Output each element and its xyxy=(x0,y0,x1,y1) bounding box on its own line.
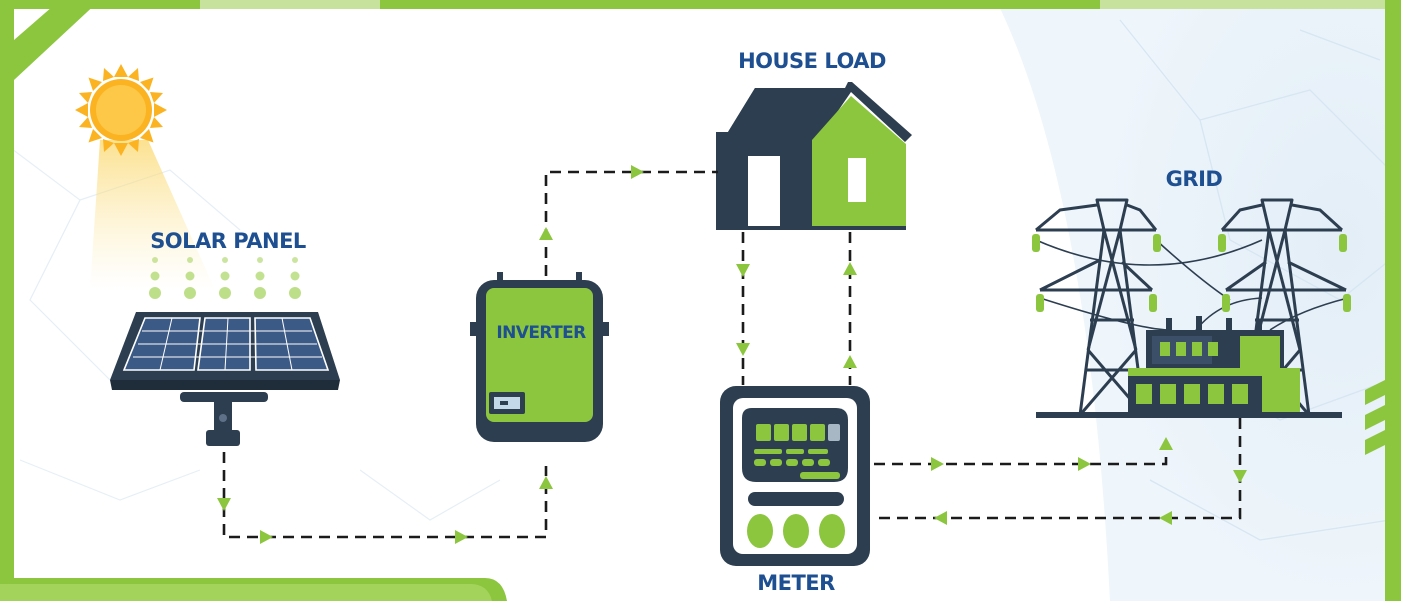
solar-panel-icon xyxy=(110,257,340,446)
house-icon xyxy=(716,82,912,230)
energy-flow-lines xyxy=(222,170,1242,539)
electricity-meter-icon xyxy=(720,386,870,566)
grid-label: GRID xyxy=(1166,167,1223,191)
house-load-label: HOUSE LOAD xyxy=(738,49,886,73)
solar-panel-label: SOLAR PANEL xyxy=(150,229,306,253)
transmission-tower-icon xyxy=(1032,198,1351,418)
meter-label: METER xyxy=(757,571,835,595)
flow-arrows xyxy=(217,165,1247,544)
inverter-icon xyxy=(470,272,609,442)
inverter-label: INVERTER xyxy=(496,323,586,343)
sun-icon xyxy=(75,64,215,290)
